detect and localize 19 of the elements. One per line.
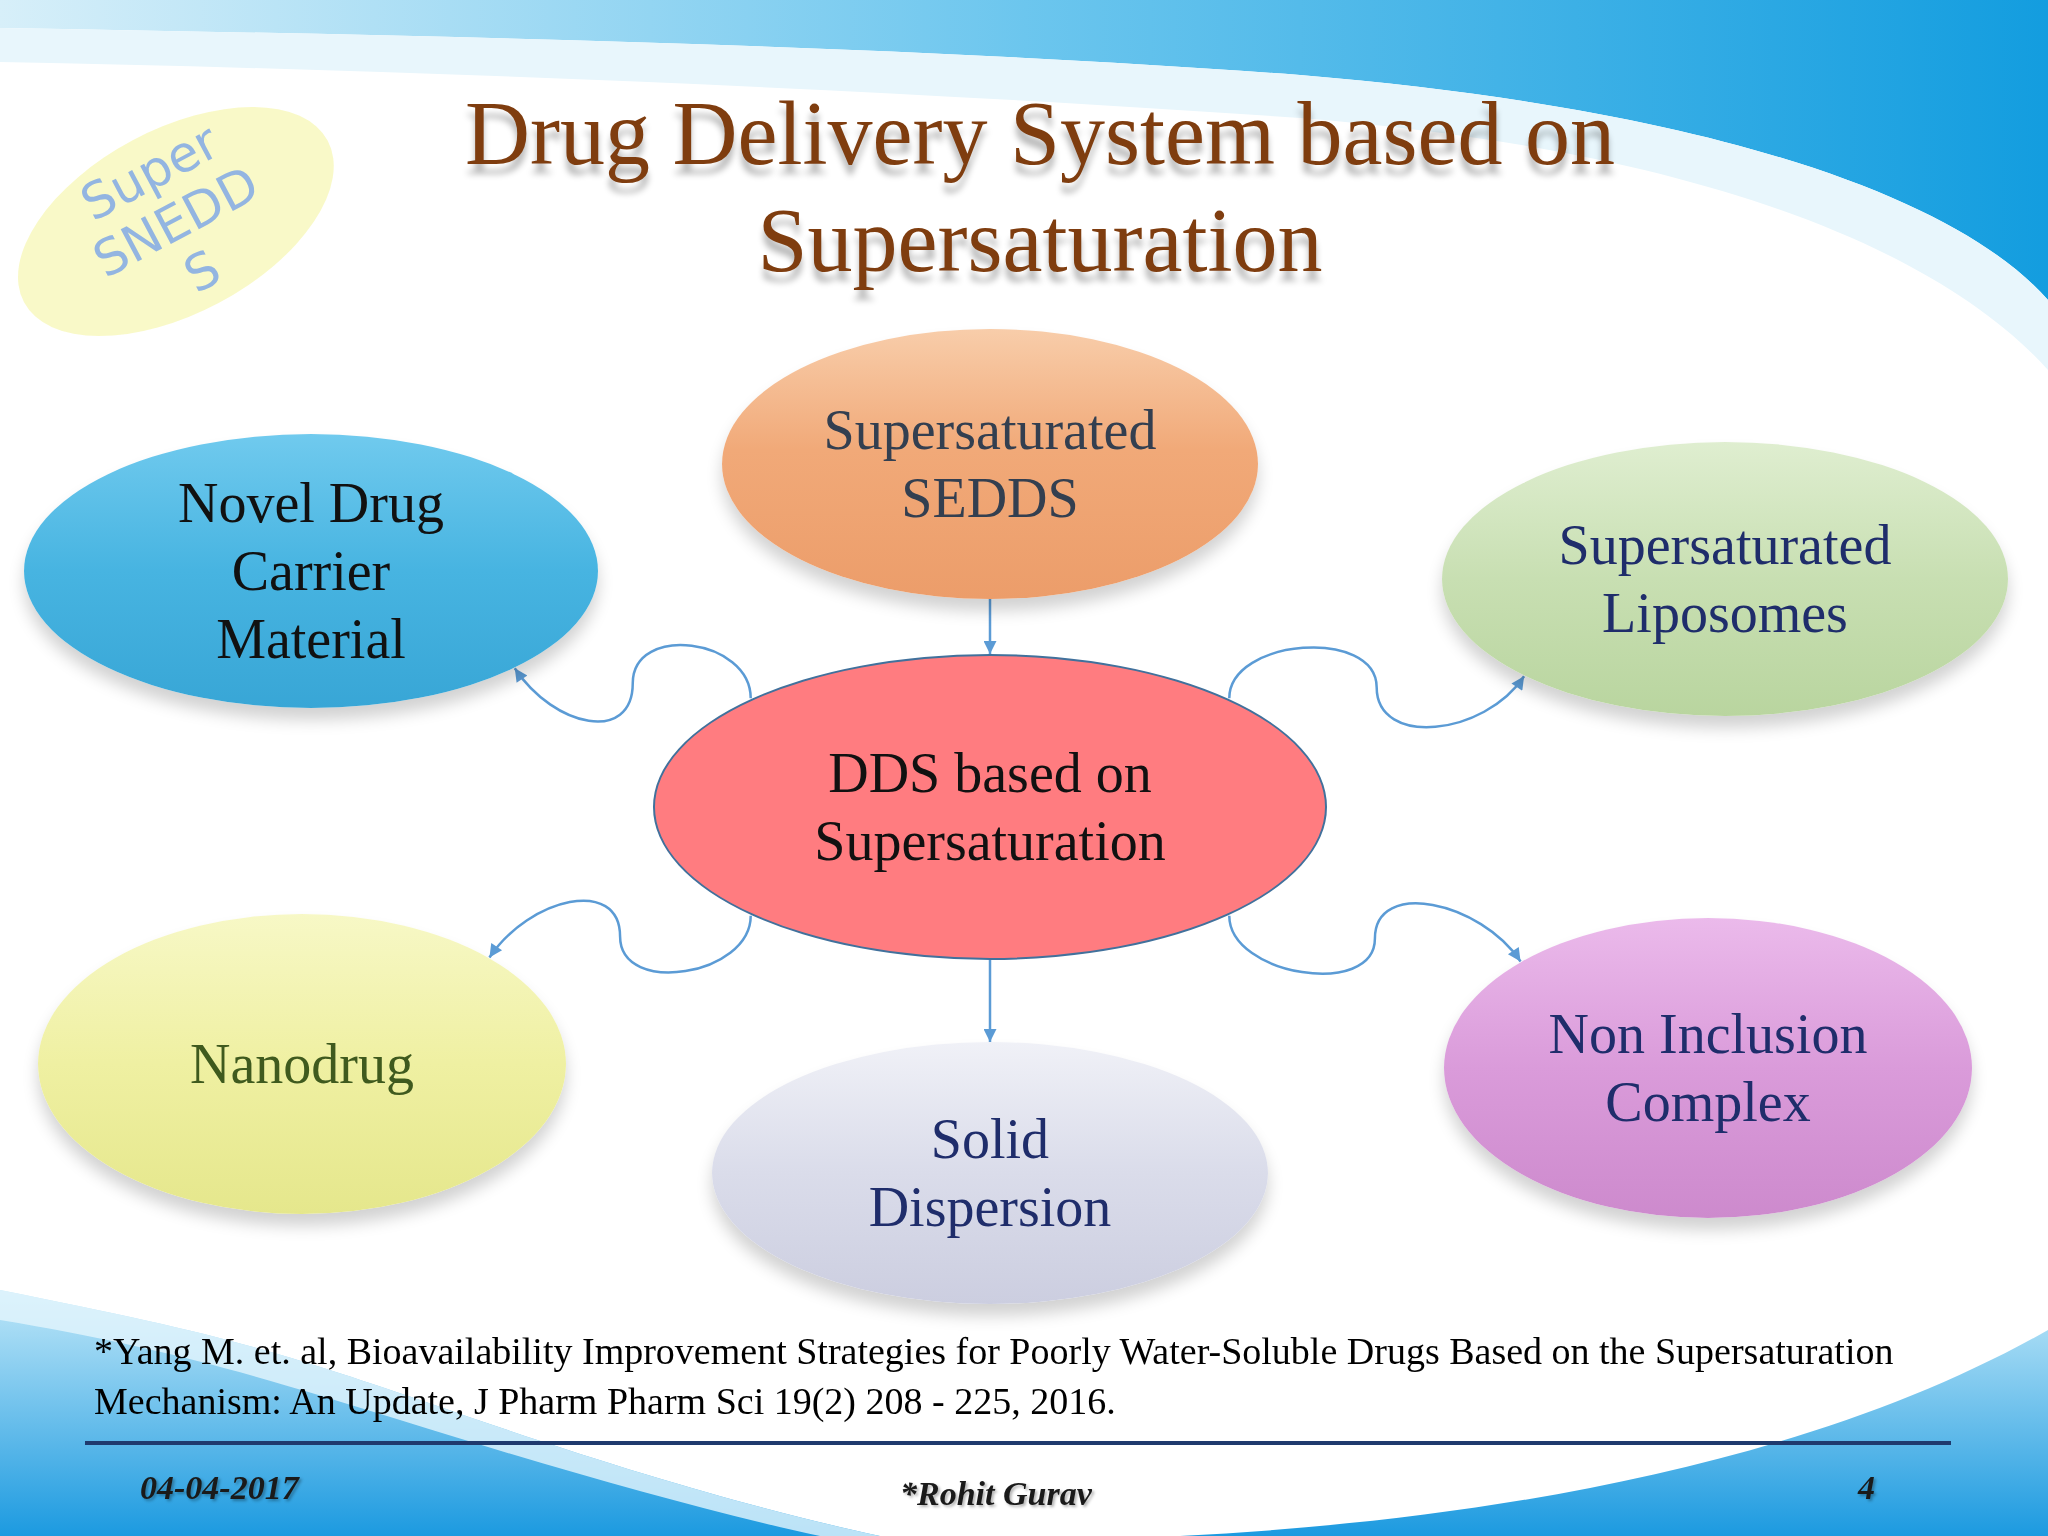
arrow [983,599,997,654]
node-label: Novel Drug Carrier Material [177,470,445,673]
date-text: 04-04-2017 [140,1468,299,1508]
page-number: 4 [1858,1468,1875,1508]
curved-arrow [1228,902,1522,975]
node-label: Non Inclusion Complex [1547,1001,1869,1135]
arrow [983,960,997,1042]
curved-arrow [513,644,752,723]
citation-text: *Yang M. et. al, Bioavailability Improvement Strategies for Poorly Water-Soluble Drugs Based on the Supersaturation Mechanism: An Update, J Pharm Pharm Sci 19(2) 208 - 225, 2016. [94,1329,1895,1424]
node-label: Nanodrug [189,1031,415,1097]
slide-title: Drug Delivery System based on Supersaturation [464,83,1616,292]
node-label: DDS based on Supersaturation [813,740,1167,874]
curved-arrow [1228,646,1526,729]
node-label: Solid Dispersion [867,1106,1113,1240]
node-label: Supersaturated Liposomes [1557,512,1893,646]
curved-arrow [488,899,752,974]
ellipse-node [18,107,334,337]
node-label: Supersaturated SEDDS [822,397,1158,531]
author-text: *Rohit Gurav [900,1474,1092,1514]
